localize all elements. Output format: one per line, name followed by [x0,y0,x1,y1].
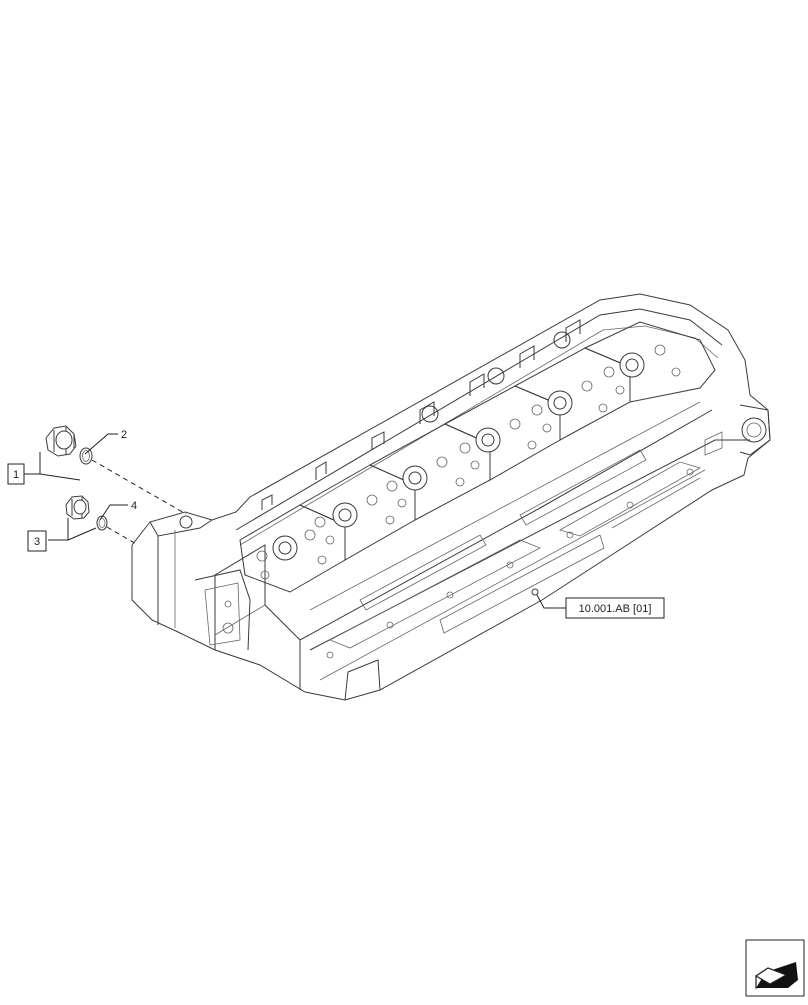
assembly-line-1 [91,459,187,515]
callout-3[interactable]: 3 [27,530,47,552]
cylinder-head-drawing [131,293,771,701]
assembly-line-2 [106,526,139,546]
seal-ring-part-2 [79,447,93,465]
next-page-icon[interactable] [745,939,805,997]
callout-2-label[interactable]: 2 [121,429,127,441]
seal-ring-part-4 [96,515,108,531]
callout-3-label: 3 [34,536,40,548]
cylinder-cell-6 [583,321,716,403]
plug-part-3 [65,495,90,520]
plug-part-1 [45,425,77,457]
callout-4-label[interactable]: 4 [131,500,137,512]
callout-1[interactable]: 1 [7,463,25,485]
callout-1-label: 1 [13,469,19,481]
reference-label: 10.001.AB [01] [579,603,652,615]
reference-link[interactable]: 10.001.AB [01] [565,597,665,619]
